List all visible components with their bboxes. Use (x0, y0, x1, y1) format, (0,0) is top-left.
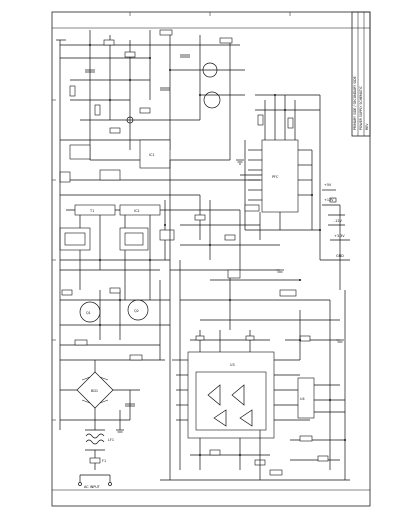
ic-block (139, 139, 171, 169)
svg-text:Q1: Q1 (86, 311, 91, 315)
title-line-2: POWER SUPPLY SCHEMATIC (359, 85, 363, 130)
output-plus3v3: +3.3V (334, 234, 345, 238)
output-plus12v: +12V (324, 198, 334, 202)
pfc-controller-region: PFC (240, 94, 350, 290)
switching-transistors: Q1 Q2 (60, 280, 170, 361)
output-minus12v: -12V (334, 219, 343, 223)
fuse-f1 (89, 457, 101, 464)
right-lower-network: U4 (259, 290, 346, 480)
ic2-label: IC2 (134, 209, 140, 213)
svg-text:U3: U3 (230, 363, 235, 367)
ic-u4 (297, 377, 315, 419)
svg-text:F1: F1 (102, 459, 106, 463)
title-line-1: PRIMARY SIDE / SECONDARY SIDE (353, 76, 357, 130)
output-plus5v: +5V (324, 183, 332, 187)
drawing-frame (51, 11, 371, 507)
opamp-symbol (207, 384, 221, 406)
top-left-network: IC1 (60, 29, 245, 169)
transistor-symbol (202, 62, 218, 78)
supervisor-ic-region: U3 (172, 330, 310, 470)
pfc-ic (261, 139, 299, 213)
t1-label: T1 (89, 209, 94, 213)
opamp-symbol (239, 409, 253, 427)
svg-text:PFC: PFC (272, 175, 279, 179)
opamp-symbol (231, 384, 245, 406)
ac-input-stage: BD1 LF1 F1 AC INPUT (60, 360, 140, 489)
transformer-t1 (74, 204, 116, 216)
ac-input-label: AC INPUT (84, 485, 101, 489)
svg-text:Q2: Q2 (134, 309, 139, 313)
svg-text:U4: U4 (300, 397, 305, 401)
transformer-region: T1 IC2 (59, 169, 280, 300)
title-block (351, 11, 371, 137)
title-line-3: REV (365, 123, 369, 130)
line-filter-lf1 (85, 433, 105, 439)
transistor-symbol (203, 91, 221, 109)
svg-text:LF1: LF1 (108, 438, 114, 442)
ic1-label: IC1 (149, 153, 155, 157)
svg-text:BD1: BD1 (91, 389, 98, 393)
output-gnd: GND (336, 254, 344, 258)
opamp-symbol (213, 409, 227, 427)
output-terminals: +5V +12V -12V +3.3V GND (324, 183, 345, 258)
center-buses (160, 160, 350, 481)
